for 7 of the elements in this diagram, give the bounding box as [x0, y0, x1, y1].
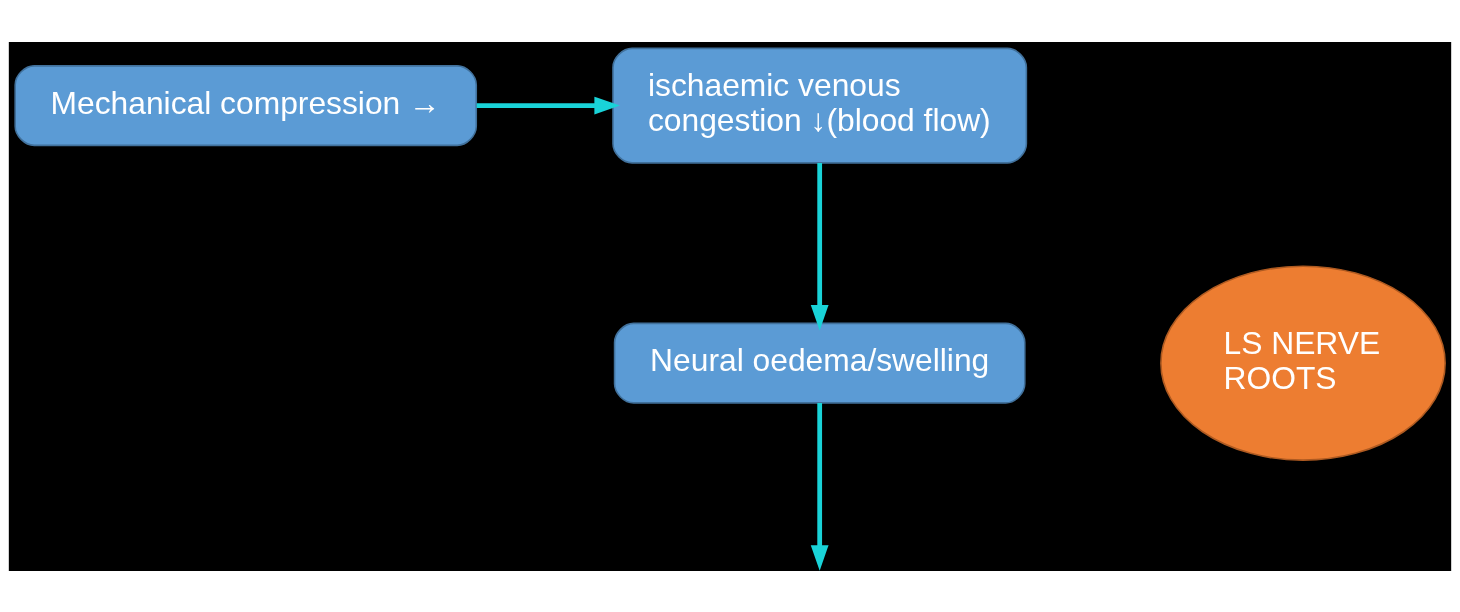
node-ellipse: LS NERVE ROOTS	[1160, 264, 1446, 461]
node-box: Mechanical compression →	[14, 64, 478, 146]
node-box: Neural oedema/swelling	[613, 322, 1026, 404]
node-box: ischaemic venous congestion ↓(blood flow)	[612, 47, 1028, 164]
arrow	[810, 162, 829, 330]
arrow	[810, 402, 829, 571]
arrow	[476, 96, 620, 115]
